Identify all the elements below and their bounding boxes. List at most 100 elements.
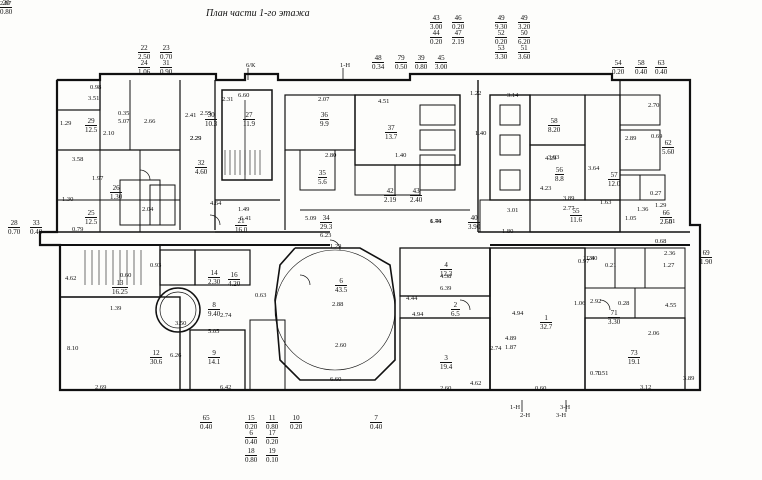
- dimension-label: 2.69: [95, 384, 107, 391]
- dimension-label: 1.51: [597, 370, 609, 377]
- plan-title: План части 1-го этажа: [206, 8, 310, 19]
- room-number: 14: [210, 269, 218, 277]
- axis-mark: 1-Н: [340, 62, 351, 69]
- room-10-outline: [249, 319, 286, 391]
- dimension-label: 5.07: [118, 118, 130, 125]
- room-number: 57: [610, 171, 618, 179]
- room-number: 26: [112, 184, 120, 192]
- room-43-outline: [394, 164, 421, 196]
- room-number: 66: [662, 209, 670, 217]
- room-number: 52: [497, 29, 505, 37]
- dimension-label: 1.29: [330, 243, 342, 250]
- dimension-label: 3.14: [507, 92, 519, 99]
- room-area: 9.30: [495, 22, 508, 31]
- dimension-label: 4.55: [665, 302, 677, 309]
- dimension-label: 4.38: [440, 273, 452, 280]
- room-number: 40: [470, 214, 478, 222]
- room-number: 19: [268, 447, 276, 455]
- dimension-label: 1.29: [655, 202, 667, 209]
- dimension-label: 4.62: [65, 275, 77, 282]
- room-number: 11: [268, 414, 276, 422]
- dimension-label: 0.35: [118, 110, 130, 117]
- room-area: 0.80: [245, 455, 258, 464]
- dimension-label: 2.77: [563, 205, 575, 212]
- dimension-label: 2.31: [222, 96, 234, 103]
- room-area: 3.00: [430, 22, 443, 31]
- room-area: 12.5: [85, 217, 98, 226]
- room-area: 0.40: [245, 437, 258, 446]
- dimension-label: 6.60: [330, 376, 342, 383]
- room-number: 16: [230, 271, 238, 279]
- room-area: 0.20: [612, 67, 625, 76]
- room-area: 14.1: [208, 357, 221, 366]
- dimension-label: 6.41: [240, 215, 252, 222]
- room-51-outline: [499, 134, 521, 156]
- room-area: 3.60: [518, 52, 531, 61]
- dimension-label: 2.36: [664, 250, 676, 257]
- room-number: 46: [454, 14, 462, 22]
- room-number: 2: [453, 301, 458, 309]
- room-number: 45: [437, 54, 445, 62]
- dimension-label: 0.98: [90, 84, 102, 91]
- room-area: 30.6: [150, 357, 163, 366]
- room-area: 6.5: [451, 309, 460, 318]
- room-area: 32.7: [540, 322, 553, 331]
- room-number: 31: [162, 59, 170, 67]
- room-area: 16.0: [235, 225, 248, 234]
- dimension-label: 5.09: [305, 215, 317, 222]
- dimension-label: 2.74: [490, 345, 502, 352]
- dimension-label: 3.01: [507, 207, 519, 214]
- room-13-outline: [59, 244, 161, 298]
- dimension-label: 1.97: [92, 175, 104, 182]
- room-area: 13.7: [385, 132, 398, 141]
- room-area: 3.90: [468, 222, 481, 231]
- axis-mark: 1-Н: [510, 404, 521, 411]
- room-61-outline: [619, 94, 661, 126]
- room-area: 3.30: [495, 52, 508, 61]
- room-number: 22: [140, 44, 148, 52]
- axis-mark: 3-Н: [556, 412, 567, 419]
- room-area: 6.20: [518, 37, 531, 46]
- dimension-label: 1.40: [395, 152, 407, 159]
- room-area: 1.30: [110, 192, 123, 201]
- dimension-label: 2.06: [648, 330, 660, 337]
- dimension-label: 1.24: [583, 255, 595, 262]
- room-number: 33: [32, 219, 40, 227]
- dimension-label: 6.23: [320, 232, 332, 239]
- room-area: 0.20: [430, 37, 443, 46]
- room-number: 18: [247, 447, 255, 455]
- room-number: 51: [520, 44, 528, 52]
- dimension-label: 4.64: [210, 200, 222, 207]
- dimension-label: 3.12: [640, 384, 652, 391]
- room-1-outline: [489, 247, 586, 391]
- room-number: 39: [417, 54, 425, 62]
- room-number: 55: [572, 207, 580, 215]
- dimension-label: 4.44: [406, 295, 418, 302]
